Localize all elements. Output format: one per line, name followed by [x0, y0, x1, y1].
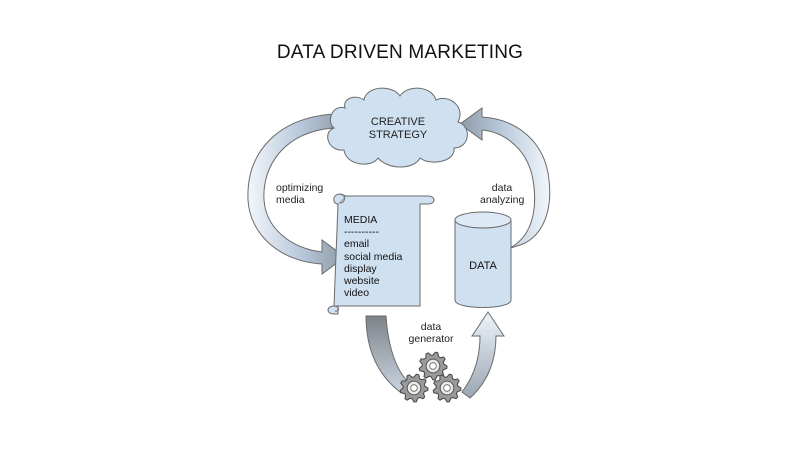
media-item: email: [344, 238, 370, 251]
media-heading: MEDIA: [344, 214, 378, 226]
diagram-title: DATA DRIVEN MARKETING: [276, 42, 524, 63]
media-node-text: MEDIA ---------- email social media disp…: [344, 214, 402, 299]
generator-to-data-arrow: [461, 311, 505, 399]
media-divider: ----------: [344, 226, 379, 239]
gear-right-hole: [443, 384, 451, 392]
data-node-label: DATA: [469, 260, 497, 272]
data-cylinder: [454, 211, 512, 308]
gear-top-hole: [429, 362, 437, 370]
gear-left-hole: [410, 384, 418, 392]
media-scroll: [327, 193, 435, 315]
media-item: social media: [344, 250, 403, 263]
optimizing-media-label: optimizing media: [276, 182, 324, 206]
media-item: website: [344, 275, 380, 288]
data-analyzing-arrow: [459, 107, 551, 251]
data-analyzing-label: data analyzing: [480, 182, 525, 206]
optimizing-media-arrow: [247, 113, 346, 275]
gears-icon: [399, 351, 462, 403]
creative-strategy-cloud: [327, 87, 468, 168]
creative-strategy-label: CREATIVE STRATEGY: [368, 116, 428, 141]
media-item: display: [344, 262, 377, 275]
media-item: video: [344, 287, 370, 300]
data-generator-label: data generator: [408, 321, 454, 345]
